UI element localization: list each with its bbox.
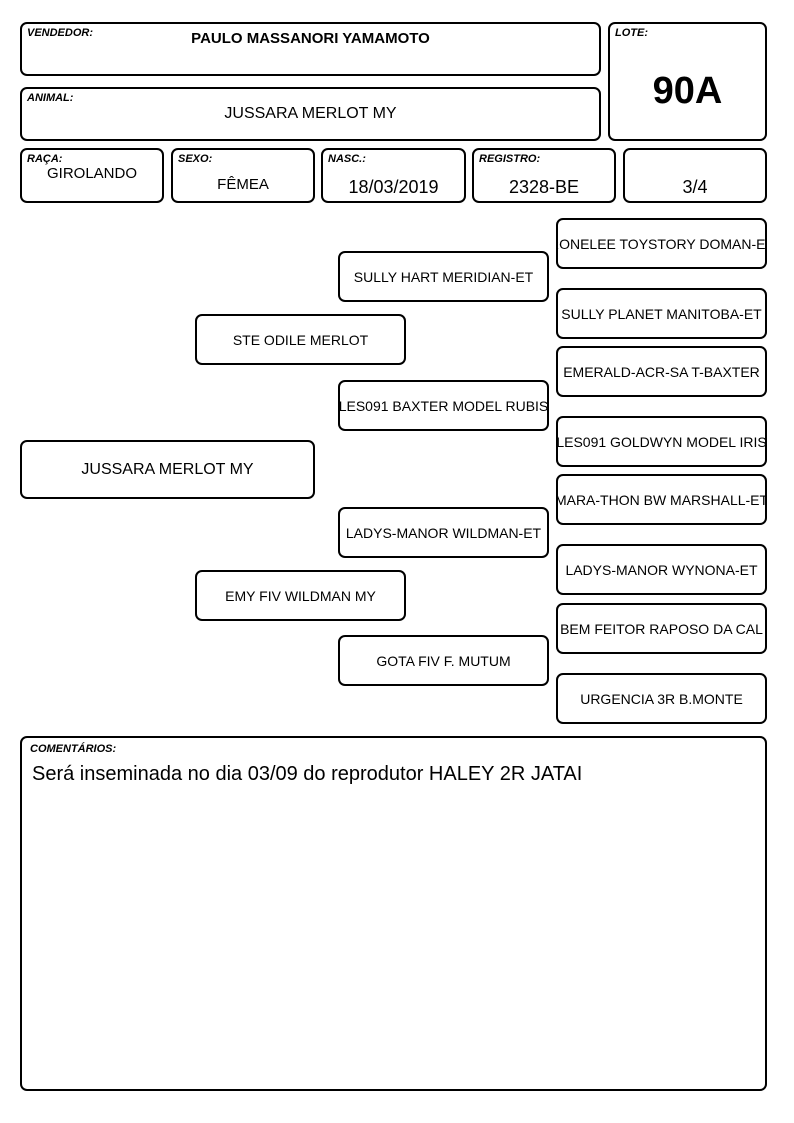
sexo-box: SEXO: FÊMEA [171,148,315,203]
animal-value: JUSSARA MERLOT MY [224,105,397,122]
pedigree-sire-dam-name: LES091 BAXTER MODEL RUBIS [338,397,549,414]
pedigree-gg-6-name: LADYS-MANOR WYNONA-ET [565,561,758,578]
comments-text: Será inseminada no dia 03/09 do reprodut… [32,763,583,785]
animal-label: ANIMAL: [27,92,74,104]
registro-value: 2328-BE [508,177,580,197]
registro-box: REGISTRO: 2328-BE [472,148,616,203]
pedigree-dam-dam: GOTA FIV F. MUTUM [338,635,549,686]
vendedor-label: VENDEDOR: [27,27,94,39]
pedigree-animal: JUSSARA MERLOT MY [20,440,315,499]
nasc-box: NASC.: 18/03/2019 [321,148,466,203]
pedigree-sire: STE ODILE MERLOT [195,314,406,365]
pedigree-gg-4-name: LES091 GOLDWYN MODEL IRIS [556,433,767,450]
sexo-value: FÊMEA [217,176,269,193]
raca-box: RAÇA: GIROLANDO [20,148,164,203]
pedigree-sire-sire: SULLY HART MERIDIAN-ET [338,251,549,302]
nasc-label: NASC.: [328,153,366,165]
pedigree-dam-sire: LADYS-MANOR WILDMAN-ET [338,507,549,558]
pedigree-gg-5: MARA-THON BW MARSHALL-ET [556,474,767,525]
nasc-value: 18/03/2019 [348,177,439,197]
lote-box: LOTE: 90A [608,22,767,141]
pedigree-gg-2-name: SULLY PLANET MANITOBA-ET [561,305,762,322]
pedigree-dam-name: EMY FIV WILDMAN MY [225,587,376,604]
pedigree-gg-3: EMERALD-ACR-SA T-BAXTER [556,346,767,397]
lote-label: LOTE: [615,27,648,39]
pedigree-animal-name: JUSSARA MERLOT MY [81,460,254,478]
pedigree-gg-8: URGENCIA 3R B.MONTE [556,673,767,724]
pedigree-dam-dam-name: GOTA FIV F. MUTUM [376,652,511,669]
grau-value: 3/4 [682,177,708,197]
comments-label: COMENTÁRIOS: [30,743,117,755]
pedigree-gg-7-name: BEM FEITOR RAPOSO DA CAL [560,620,763,637]
pedigree-gg-6: LADYS-MANOR WYNONA-ET [556,544,767,595]
grau-box: 3/4 [623,148,767,203]
pedigree-sire-name: STE ODILE MERLOT [232,331,369,348]
pedigree-gg-7: BEM FEITOR RAPOSO DA CAL [556,603,767,654]
pedigree-gg-2: SULLY PLANET MANITOBA-ET [556,288,767,339]
comments-box: COMENTÁRIOS: Será inseminada no dia 03/0… [20,736,767,1091]
pedigree-dam: EMY FIV WILDMAN MY [195,570,406,621]
registro-label: REGISTRO: [479,153,541,165]
lote-value: 90A [652,70,723,112]
vendedor-box: VENDEDOR: PAULO MASSANORI YAMAMOTO [20,22,601,76]
pedigree-gg-5-name: MARA-THON BW MARSHALL-ET [556,491,767,508]
sexo-label: SEXO: [178,153,213,165]
pedigree-dam-sire-name: LADYS-MANOR WILDMAN-ET [345,524,542,541]
pedigree-gg-3-name: EMERALD-ACR-SA T-BAXTER [563,363,760,380]
vendedor-value: PAULO MASSANORI YAMAMOTO [191,30,430,47]
pedigree-gg-1-name: RONELEE TOYSTORY DOMAN-ET [556,235,767,252]
pedigree-sire-sire-name: SULLY HART MERIDIAN-ET [353,268,534,285]
raca-label: RAÇA: [27,153,63,165]
animal-box: ANIMAL: JUSSARA MERLOT MY [20,87,601,141]
raca-value: GIROLANDO [46,165,137,182]
pedigree-gg-8-name: URGENCIA 3R B.MONTE [580,690,743,707]
pedigree-gg-1: RONELEE TOYSTORY DOMAN-ET [556,218,767,269]
pedigree-gg-4: LES091 GOLDWYN MODEL IRIS [556,416,767,467]
pedigree-sire-dam: LES091 BAXTER MODEL RUBIS [338,380,549,431]
